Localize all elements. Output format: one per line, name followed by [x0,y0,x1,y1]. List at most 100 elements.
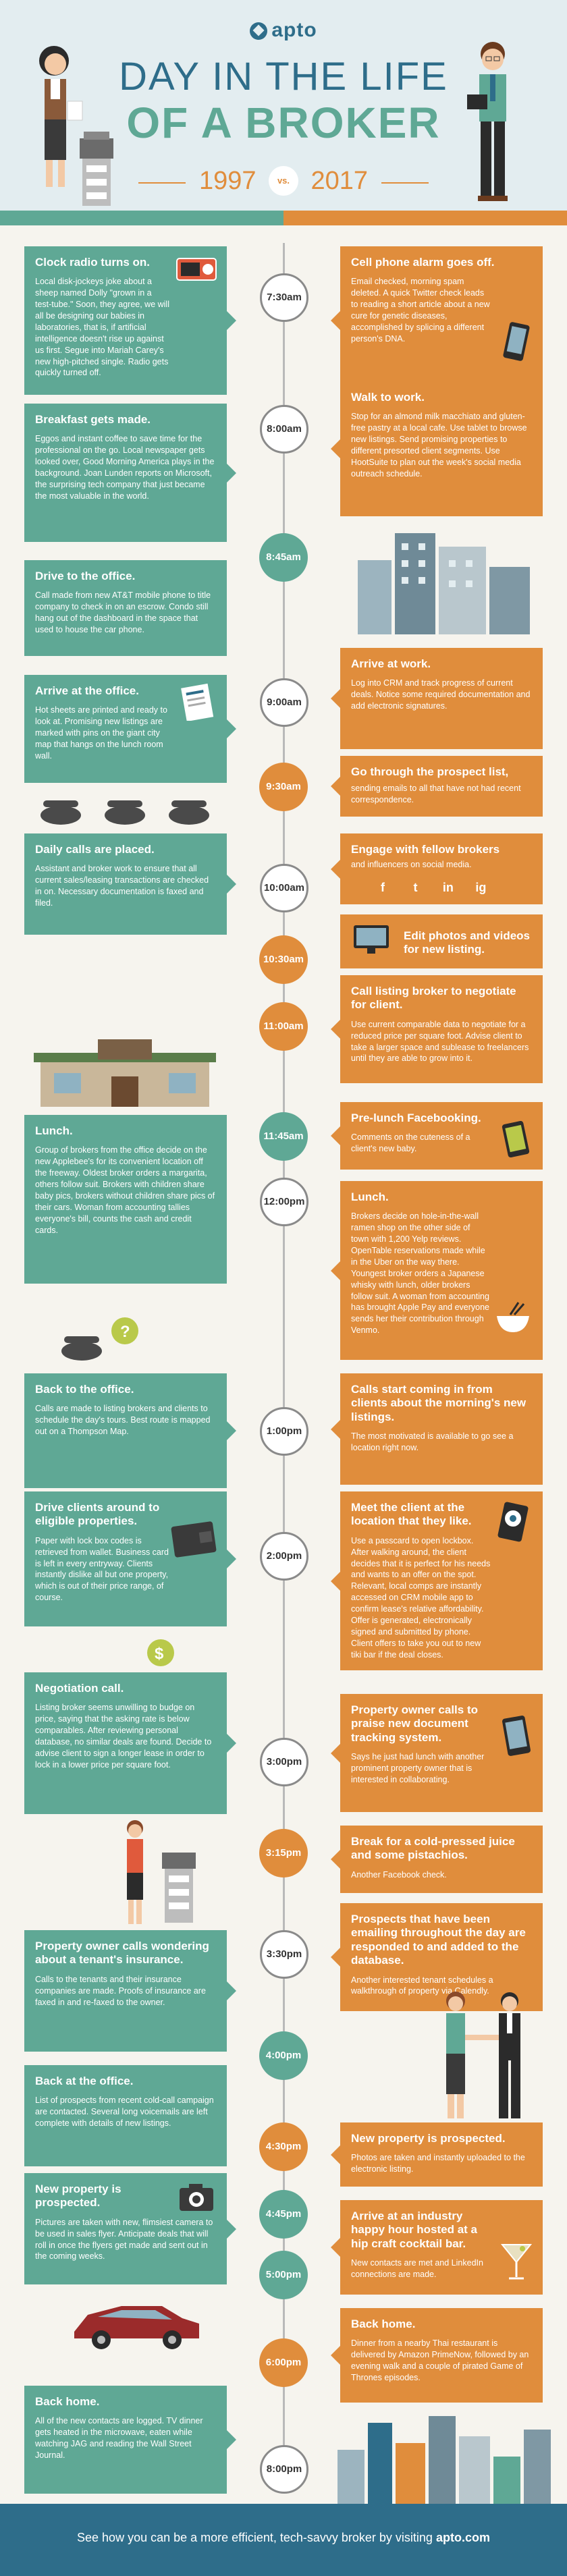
card-title: Walk to work. [351,391,425,404]
card-title: Prospects that have been emailing throug… [351,1913,526,1967]
clock-radio-icon [176,258,217,281]
time-node: 10:30am [259,935,308,984]
card-1997: Negotiation call. Listing broker seems u… [24,1672,236,1814]
time-node: 4:00pm [259,2031,308,2080]
card-body: Hot sheets are printed and ready to look… [35,705,167,761]
card-body: Group of brokers from the office decide … [35,1145,215,1235]
card-title: Call listing broker to negotiate for cli… [351,985,516,1012]
card-1997: Breakfast gets made. Eggos and instant c… [24,404,236,542]
camera-icon [180,2184,213,2211]
card-title: Pre-lunch Facebooking. [351,1112,481,1124]
card-body: Email checked, morning spam deleted. A q… [351,277,490,344]
card-2017: Back home. Dinner from a nearby Thai res… [331,2308,543,2403]
card-body: Photos are taken and instantly uploaded … [351,2153,525,2174]
svg-text:?: ? [120,1323,130,1341]
card-title: Edit photos and videos for new listing. [404,929,531,956]
time-node: 3:30pm [260,1930,308,1979]
card-2017: Arrive at an industry happy hour hosted … [331,2200,543,2295]
band-1997 [0,211,284,225]
card-2017: Calls start coming in from clients about… [331,1373,543,1485]
time-node: 10:00am [260,864,308,912]
dollar-icon: $ [147,1639,174,1666]
card-body: Use current comparable data to negotiate… [351,1019,529,1064]
card-2017: Arrive at work. Log into CRM and track p… [331,648,543,749]
time-node: 3:15pm [259,1829,308,1878]
time-node: 11:00am [259,1002,308,1051]
card-body: List of prospects from recent cold-call … [35,2095,214,2129]
time-node: 1:00pm [260,1407,308,1456]
handshake-illustration [446,1992,520,2118]
smartphone-icon [502,1716,531,1756]
title-line1: DAY IN THE LIFE [119,55,448,99]
card-body: Log into CRM and track progress of curre… [351,678,531,711]
wallet-icon [171,1521,217,1558]
year-2017: 2017 [310,166,368,195]
card-2017: Engage with fellow brokers and influence… [331,833,543,904]
card-body: All of the new contacts are logged. TV d… [35,2416,203,2461]
card-title: Go through the prospect list, [351,765,509,778]
footer: See how you can be a more efficient, tec… [0,2504,567,2576]
time-node: 11:45am [259,1112,308,1161]
card-1997: New property is prospected. Pictures are… [24,2173,236,2284]
time-node: 12:00pm [260,1178,308,1226]
card-2017: Lunch. Brokers decide on hole-in-the-wal… [331,1181,543,1360]
year-1997: 1997 [199,166,256,195]
card-1997: Back to the office. Calls are made to li… [24,1373,236,1488]
broker-2017-illustration [467,42,508,201]
time-node: 2:00pm [260,1532,308,1581]
time-node: 8:45am [259,533,308,582]
footer-cta-text: See how you can be a more efficient, tec… [77,2531,436,2544]
smartphone-icon [503,322,530,361]
card-title: Clock radio turns on. [35,256,151,269]
card-title: New property is prospected. [35,2183,122,2210]
card-1997: Drive clients around to eligible propert… [24,1491,236,1626]
car-illustration [74,2306,199,2349]
linkedin-icon[interactable]: in [442,881,454,894]
card-title: Back home. [351,2318,416,2330]
header: apto DAY IN THE LIFE OF A BROKER 1997 vs… [0,0,567,215]
facebook-icon[interactable]: f [381,881,385,894]
time-node: 9:00am [260,678,308,727]
card-title: Negotiation call. [35,1682,124,1695]
card-title: Calls start coming in from clients about… [351,1383,526,1423]
card-title: Break for a cold-pressed juice and some … [351,1835,515,1862]
card-body: Dinner from a nearby Thai restaurant is … [351,2338,529,2383]
card-title: Back home. [35,2395,100,2408]
time-node: 6:00pm [259,2338,308,2387]
phone-question-illustration: ? [61,1317,138,1361]
card-body: Paper with lock box codes is retrieved f… [35,1535,169,1603]
card-2017: New property is prospected. Photos are t… [331,2122,543,2187]
card-body: New contacts are met and LinkedIn connec… [351,2258,483,2280]
card-title: Back to the office. [35,1383,134,1396]
card-body: Listing broker seems unwilling to budge … [35,1703,212,1770]
rotary-phones-illustration [40,800,209,825]
years: 1997 vs. 2017 [0,166,567,196]
cocktail-glass-icon [500,2244,533,2280]
facebook-phone-icon [502,1121,530,1157]
time-node: 4:45pm [259,2190,308,2239]
divider [138,182,186,184]
time-node: 8:00am [260,405,308,454]
card-body: Another Facebook check. [351,1869,447,1880]
card-1997: Back at the office. List of prospects fr… [24,2065,227,2166]
card-title: Engage with fellow brokers [351,843,500,856]
card-body: and influencers on social media. [351,860,472,870]
divider [381,182,429,184]
card-title: Property owner calls to praise new docum… [351,1703,478,1744]
header-band [0,211,567,225]
card-1997: Daily calls are placed. Assistant and br… [24,833,236,935]
time-node: 3:00pm [260,1738,308,1786]
card-title: Daily calls are placed. [35,843,155,856]
footer-link[interactable]: apto.com [435,2531,490,2544]
card-title: Arrive at an industry happy hour hosted … [351,2210,478,2250]
card-1997: Drive to the office. Call made from new … [24,560,227,656]
monitor-icon [354,925,389,954]
svg-text:$: $ [155,1645,164,1663]
twitter-icon[interactable]: t [413,881,418,894]
instagram-icon[interactable]: ig [475,881,487,894]
card-body: Brokers decide on hole-in-the-wall ramen… [351,1211,490,1336]
card-2017: Call listing broker to negotiate for cli… [331,975,543,1083]
apto-logo[interactable]: apto [0,19,567,42]
card-1997: Lunch. Group of brokers from the office … [24,1115,227,1284]
card-title: Meet the client at the location that the… [351,1501,472,1528]
